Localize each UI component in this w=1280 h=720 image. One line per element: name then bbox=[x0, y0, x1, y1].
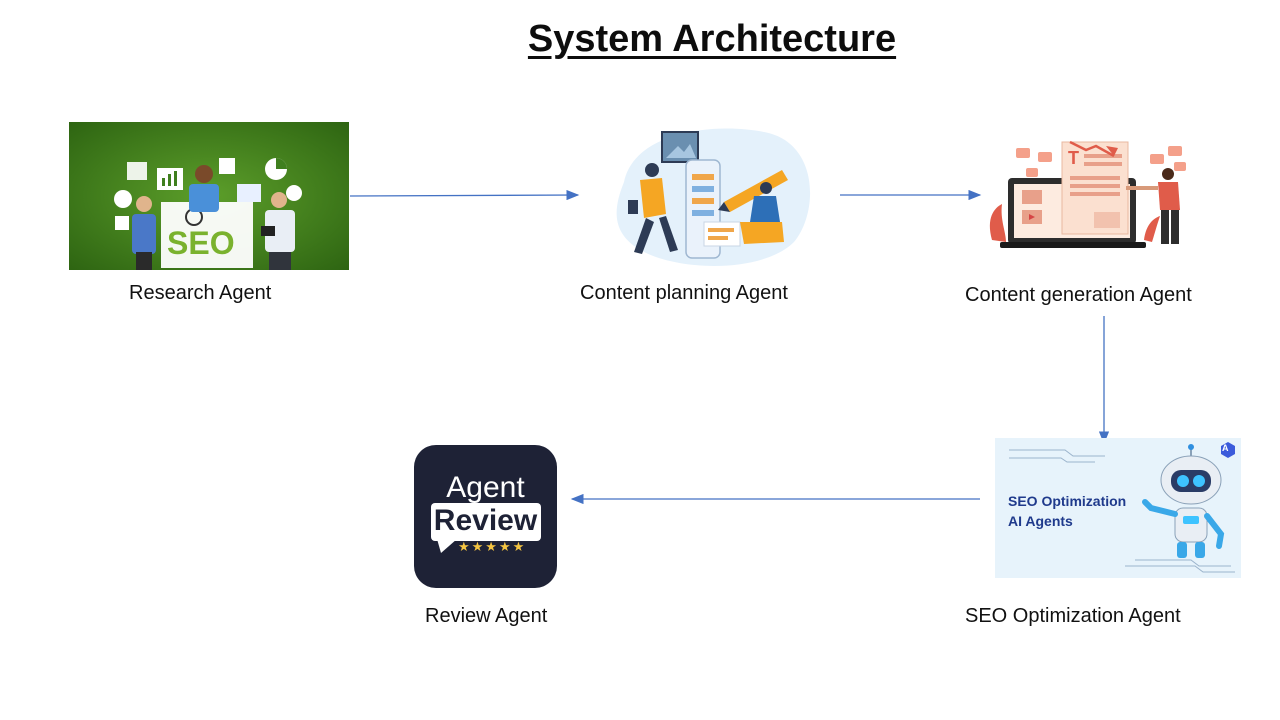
research-agent-image: SEO bbox=[69, 122, 349, 270]
arrow-research-to-planning bbox=[349, 189, 580, 201]
seo-optimization-image: A SEO Optimization AI Agents bbox=[995, 438, 1241, 578]
seo-optimization-label: SEO Optimization Agent bbox=[965, 605, 1181, 627]
logo-line-agent: Agent bbox=[446, 471, 525, 504]
logo-stars: ★★★★★ bbox=[458, 540, 527, 555]
seo-image-line1: SEO Optimization bbox=[1008, 493, 1127, 509]
research-agent-label: Research Agent bbox=[129, 282, 272, 304]
diagram-title: System Architecture bbox=[72, 18, 1280, 61]
research-seo-text: SEO bbox=[167, 225, 235, 261]
content-planning-label: Content planning Agent bbox=[580, 282, 788, 304]
logo-line-review: Review bbox=[433, 504, 538, 537]
content-planning-image bbox=[604, 122, 814, 272]
content-generation-image: T bbox=[986, 128, 1198, 258]
seo-image-line2: AI Agents bbox=[1008, 513, 1073, 529]
logo-speech-bubble bbox=[431, 503, 541, 541]
review-agent-label: Review Agent bbox=[425, 605, 548, 627]
review-agent-logo: Agent Review ★★★★★ bbox=[414, 445, 557, 588]
seo-badge-text: A bbox=[1222, 443, 1229, 453]
logo-bubble-tail bbox=[437, 539, 457, 553]
content-generation-label: Content generation Agent bbox=[965, 284, 1192, 306]
svg-text:T: T bbox=[1068, 148, 1079, 168]
title-text: System Architecture bbox=[527, 18, 897, 60]
